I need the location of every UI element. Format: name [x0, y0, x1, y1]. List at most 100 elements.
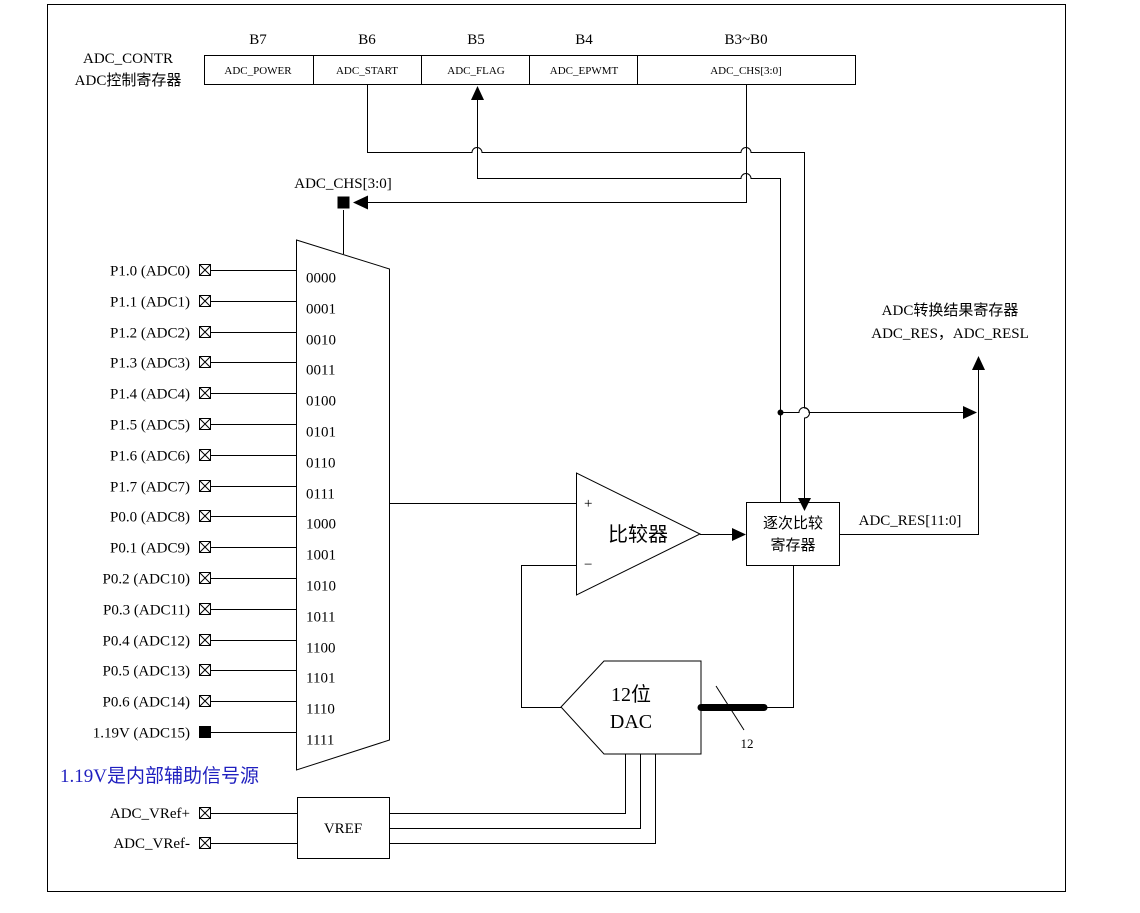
mux-channel-code: 0000 [306, 271, 336, 287]
result-register-names: ADC_RES，ADC_RESL [871, 326, 1029, 342]
mux-input-row: P1.7 (ADC7) 0111 [110, 480, 335, 503]
comparator-plus: + [584, 496, 592, 512]
outer-frame [47, 4, 1066, 892]
adc-chs-wire [364, 84, 747, 203]
sar-register [746, 502, 840, 566]
result-bus-wire [839, 370, 979, 535]
analog-mux [296, 239, 390, 771]
pin-terminal-icon-cross [199, 634, 211, 646]
mux-channel-code: 0111 [306, 487, 335, 503]
mux-input-row: P1.2 (ADC2) 0010 [110, 326, 336, 349]
mux-input-row: 1.19V (ADC15) 1111 [93, 726, 335, 749]
mux-select-terminal [337, 196, 350, 209]
adc-flag-wire [477, 100, 781, 502]
comparator-minus: − [584, 557, 592, 573]
pin-terminal-icon-cross [199, 356, 211, 368]
field-adc-power: ADC_POWER [224, 65, 292, 77]
pin-label: P0.3 (ADC11) [103, 603, 190, 619]
flag-tap-wire [780, 407, 963, 413]
pin-label: 1.19V (ADC15) [93, 726, 190, 742]
adc-start-arrow [798, 498, 811, 511]
field-adc-epwmt: ADC_EPWMT [550, 65, 619, 77]
pin-terminal-icon-cross [199, 264, 211, 276]
field-adc-chs: ADC_CHS[3:0] [710, 65, 782, 77]
pin-terminal-icon-cross [199, 837, 211, 849]
pin-terminal-icon-cross [199, 572, 211, 584]
pin-label: P1.2 (ADC2) [110, 326, 190, 342]
mux-channel-code: 1100 [306, 641, 335, 657]
comparator-output-arrow [732, 528, 746, 541]
mux-input-row: P1.3 (ADC3)0011 [110, 356, 335, 379]
vref-pin-minus: ADC_VRef- [113, 836, 298, 852]
vref-minus-label: ADC_VRef- [113, 836, 190, 852]
vref-pin-plus: ADC_VRef+ [110, 806, 298, 822]
pin-terminal-icon-cross [199, 664, 211, 676]
mux-channel-code: 0011 [306, 363, 335, 379]
dac-label-line1: 12位 [611, 683, 651, 706]
mux-channel-code: 0010 [306, 333, 336, 349]
comparator [576, 472, 702, 596]
mux-input-row: P1.5 (ADC5)0101 [110, 418, 336, 441]
vref-plus-label: ADC_VRef+ [110, 806, 190, 822]
internal-terminal-icon [199, 726, 211, 738]
bit-header-b5: B5 [467, 32, 485, 48]
bit-header-b7: B7 [249, 32, 267, 48]
pin-label: P1.4 (ADC4) [110, 387, 190, 403]
mux-input-row: P0.1 (ADC9)1001 [110, 541, 336, 564]
mux-channel-code: 0001 [306, 302, 336, 318]
adc-flag-arrow [471, 86, 484, 100]
result-register-title: ADC转换结果寄存器 [882, 301, 1019, 319]
mux-channel-code: 1101 [306, 671, 335, 687]
dac-output-wire [521, 565, 576, 708]
sar-to-dac-wire [765, 565, 794, 708]
pin-label: P0.0 (ADC8) [110, 510, 190, 526]
flag-tap-arrow [963, 406, 977, 419]
pin-terminal-icon-cross [199, 695, 211, 707]
vref-to-dac-wires [389, 754, 656, 844]
pin-label: P1.7 (ADC7) [110, 480, 190, 496]
mux-channel-code: 1000 [306, 517, 336, 533]
mux-input-row: P0.5 (ADC13) 1101 [102, 664, 335, 687]
pin-label: P1.0 (ADC0) [110, 264, 190, 280]
sar-label-line1: 逐次比较 [763, 514, 823, 532]
adc-start-wire [367, 84, 810, 498]
sar-label-line2: 寄存器 [770, 536, 815, 554]
bus-width-tick [715, 685, 745, 731]
internal-source-note: 1.19V是内部辅助信号源 [60, 765, 259, 787]
mux-input-row: P1.6 (ADC6)0110 [110, 449, 335, 472]
pin-terminal-icon-cross [199, 807, 211, 819]
pin-terminal-icon-cross [199, 418, 211, 430]
dac-label-line2: DAC [610, 711, 652, 733]
mux-channel-code: 1111 [306, 733, 334, 749]
mux-input-row: P1.1 (ADC1) 0001 [110, 295, 336, 318]
pin-terminal-icon-cross [199, 603, 211, 615]
mux-channel-code: 0100 [306, 394, 336, 410]
dac [560, 660, 702, 755]
pin-label: P0.2 (ADC10) [102, 572, 190, 588]
pin-terminal-icon-cross [199, 295, 211, 307]
adc-chs-arrow [353, 195, 368, 210]
pin-label: P0.4 (ADC12) [102, 634, 190, 650]
control-wires [343, 84, 810, 502]
register-name-cn: ADC控制寄存器 [75, 71, 182, 89]
pin-terminal-icon-cross [199, 510, 211, 522]
adc-contr-register: ADC_CONTR ADC控制寄存器 B7 B6 B5 B4 B3~B0 ADC… [75, 32, 856, 89]
pin-terminal-icon-cross [199, 326, 211, 338]
mux-input-row: P0.4 (ADC12) 1100 [102, 634, 335, 657]
mux-channel-code: 0110 [306, 456, 335, 472]
register-name-en: ADC_CONTR [83, 51, 173, 67]
field-adc-start: ADC_START [336, 65, 398, 77]
mux-input-row: P0.3 (ADC11)1011 [103, 603, 335, 626]
mux-input-row: P1.4 (ADC4) 0100 [110, 387, 336, 410]
bit-header-b4: B4 [575, 32, 593, 48]
pin-label: P1.5 (ADC5) [110, 418, 190, 434]
vref-label: VREF [324, 821, 362, 837]
junction-dot [777, 409, 784, 416]
pin-label: P0.5 (ADC13) [102, 664, 190, 680]
pin-label: P1.1 (ADC1) [110, 295, 190, 311]
bit-header-b3-b0: B3~B0 [724, 32, 767, 48]
pin-terminal-icon-cross [199, 387, 211, 399]
pin-label: P0.6 (ADC14) [102, 695, 190, 711]
mux-input-row: P1.0 (ADC0) 0000 [110, 264, 336, 287]
